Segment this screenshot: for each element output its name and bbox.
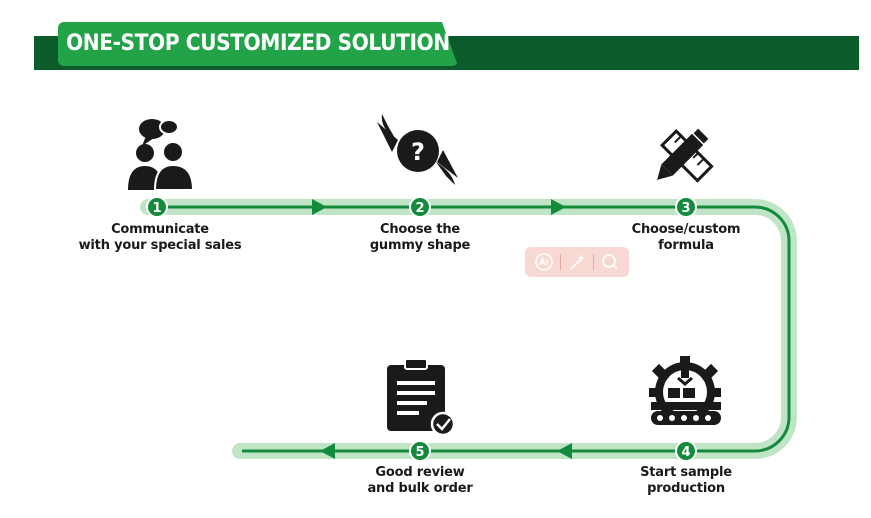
- ai-toolbar: [525, 247, 629, 277]
- step-label-line: Choose the: [379, 222, 461, 237]
- step-label-line: formula: [658, 238, 714, 253]
- flow-line: [160, 205, 791, 453]
- candy-question-icon: ?: [377, 114, 458, 185]
- step-label-3: Choose/custom formula: [576, 222, 796, 254]
- factory-gear-icon: [649, 356, 721, 425]
- step-label-line: Start sample: [640, 465, 732, 480]
- flow-arrow: [312, 199, 327, 215]
- step-badge-2: 2: [409, 196, 431, 218]
- step-badge-1: 1: [146, 196, 168, 218]
- svg-text:?: ?: [411, 138, 425, 166]
- step-label-2: Choose the gummy shape: [310, 222, 530, 254]
- step-label-line: production: [647, 481, 725, 496]
- banner-title: ONE-STOP CUSTOMIZED SOLUTION: [66, 31, 450, 56]
- pencil-ruler-icon: [657, 126, 714, 183]
- step-badge-4: 4: [675, 440, 697, 462]
- flow-arrow: [557, 443, 572, 459]
- step-label-5: Good review and bulk order: [310, 465, 530, 497]
- step-badge-5: 5: [409, 440, 431, 462]
- step-label-line: with your special sales: [78, 238, 242, 253]
- step-number: 1: [152, 201, 161, 216]
- toolbar-divider: [592, 254, 594, 270]
- step-number: 2: [415, 201, 424, 216]
- banner-tab: [58, 22, 458, 66]
- step-badge-3: 3: [675, 196, 697, 218]
- search-icon[interactable]: [599, 251, 621, 273]
- step-label-line: gummy shape: [369, 238, 471, 253]
- toolbar-divider: [560, 254, 562, 270]
- people-chat-icon: [128, 119, 195, 191]
- step-label-1: Communicate with your special sales: [50, 222, 270, 254]
- magic-wand-icon[interactable]: [566, 251, 588, 273]
- step-label-line: and bulk order: [367, 481, 473, 496]
- step-number: 5: [415, 445, 424, 460]
- clipboard-check-icon: [387, 358, 456, 437]
- flow-arrow: [320, 443, 335, 459]
- ai-icon[interactable]: [533, 251, 555, 273]
- flow-arrow: [551, 199, 566, 215]
- step-number: 3: [681, 201, 690, 216]
- step-label-4: Start sample production: [576, 465, 796, 497]
- step-number: 4: [681, 445, 690, 460]
- step-label-line: Communicate: [111, 222, 209, 237]
- step-label-line: Choose/custom: [631, 222, 741, 237]
- step-label-line: Good review: [375, 465, 465, 480]
